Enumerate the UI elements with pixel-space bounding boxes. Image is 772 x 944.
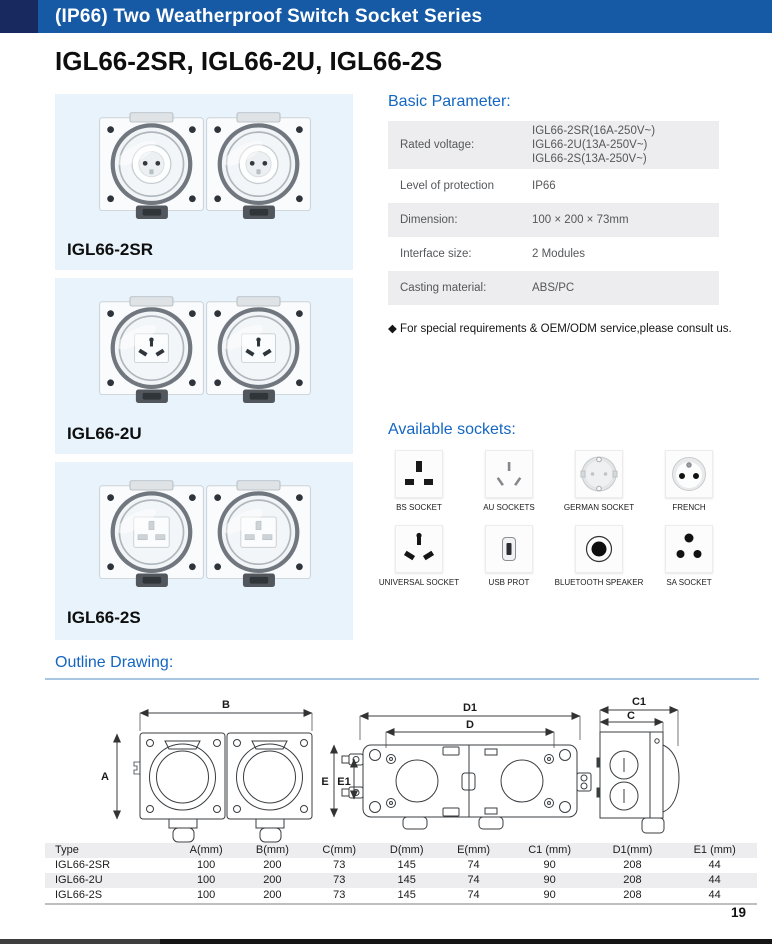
product-card-igl66-2s: IGL66-2S [55,462,353,640]
socket-item-usb: USB PROT [485,525,533,587]
au-socket-icon [484,450,533,498]
socket-label: GERMAN SOCKET [563,503,635,512]
socket-item-bs: BS SOCKET [395,450,443,512]
basic-parameter-table: Rated voltage: IGL66-2SR(16A-250V~) IGL6… [388,121,719,305]
basic-parameter-heading: Basic Parameter: [388,93,511,110]
available-sockets-heading: Available sockets: [388,421,516,438]
param-row-dimension: Dimension: 100 × 200 × 73mm [388,203,719,237]
table-row-igl66-2sr: IGL66-2SR 100 200 73 145 74 90 208 44 [55,859,721,871]
param-value: ABS/PC [532,282,575,294]
table-row-igl66-2u: IGL66-2U 100 200 73 145 74 90 208 44 [45,873,757,888]
socket-item-sa: SA SOCKET [665,525,713,587]
universal-socket-icon [394,525,443,573]
page-number: 19 [730,905,746,920]
dim-label-e1: E1 [337,776,350,788]
dim-label-d1: D1 [463,702,477,714]
socket-item-bluetooth: BLUETOOTH SPEAKER [554,525,644,587]
socket-item-au: AU SOCKETS [483,450,535,512]
dim-label-d: D [466,719,474,731]
french-socket-icon [665,450,713,498]
socket-item-french: FRENCH [665,450,713,512]
dimension-table-header-row: Type A(mm) B(mm) C(mm) D(mm) E(mm) C1 (m… [45,843,757,858]
product-photo-bs [99,480,311,587]
socket-label: BLUETOOTH SPEAKER [554,578,644,587]
dim-label-b: B [222,699,230,711]
param-value: IGL66-2SR(16A-250V~) IGL66-2U(13A-250V~)… [532,125,656,165]
socket-label: USB PROT [488,578,530,587]
param-label: Level of protection [400,180,494,192]
param-label: Interface size: [400,248,472,260]
outline-drawing: B A D1 D E E1 C1 C [101,696,680,843]
product-card-igl66-2u: IGL66-2U [55,278,353,454]
page-header: (IP66) Two Weatherproof Switch Socket Se… [0,0,772,33]
sa-socket-icon [665,525,713,573]
param-label: Dimension: [400,214,458,226]
param-label: Casting material: [400,282,487,294]
socket-grid: BS SOCKET AU SOCKETS GERMAN SOCKET FRENC… [374,450,750,587]
header-accent-block [0,0,38,33]
table-row-igl66-2s: IGL66-2S 100 200 73 145 74 90 208 44 [55,889,721,901]
product-photo-universal [99,296,311,403]
product-label: IGL66-2S [67,608,141,627]
usb-port-icon [485,525,533,573]
oem-note: ◆ For special requirements & OEM/ODM ser… [388,323,732,335]
param-row-interface-size: Interface size: 2 Modules [388,237,719,271]
product-label: IGL66-2SR [67,240,153,259]
param-row-casting-material: Casting material: ABS/PC [388,271,719,305]
product-label: IGL66-2U [67,424,142,443]
bottom-edge-bar [0,939,772,944]
dim-label-c: C [627,710,635,722]
socket-label: FRENCH [672,503,706,512]
bs-socket-icon [395,450,443,498]
outline-drawing-heading: Outline Drawing: [55,654,174,671]
product-photo-schuko [99,112,311,219]
socket-label: BS SOCKET [396,503,442,512]
dim-label-a: A [101,771,109,783]
dim-label-c1: C1 [632,696,646,708]
socket-label: UNIVERSAL SOCKET [378,578,460,587]
dimension-table: Type A(mm) B(mm) C(mm) D(mm) E(mm) C1 (m… [45,843,757,905]
german-socket-icon [574,450,623,498]
dim-label-e: E [321,776,328,788]
param-row-protection: Level of protection IP66 [388,169,719,203]
bluetooth-speaker-icon [574,525,623,573]
socket-label: AU SOCKETS [483,503,535,512]
socket-label: SA SOCKET [666,578,712,587]
product-card-igl66-2sr: IGL66-2SR [55,94,353,270]
socket-item-universal: UNIVERSAL SOCKET [379,525,459,587]
param-row-rated-voltage: Rated voltage: IGL66-2SR(16A-250V~) IGL6… [388,121,719,169]
param-value: 2 Modules [532,248,586,260]
outline-divider [45,678,759,680]
page-title: IGL66-2SR, IGL66-2U, IGL66-2S [55,46,443,76]
param-value: 100 × 200 × 73mm [532,214,629,226]
param-label: Rated voltage: [400,139,475,151]
page-header-title: (IP66) Two Weatherproof Switch Socket Se… [55,6,483,27]
bottom-edge-bar-left [0,939,160,944]
socket-item-german: GERMAN SOCKET [564,450,634,512]
param-value: IP66 [532,180,556,192]
